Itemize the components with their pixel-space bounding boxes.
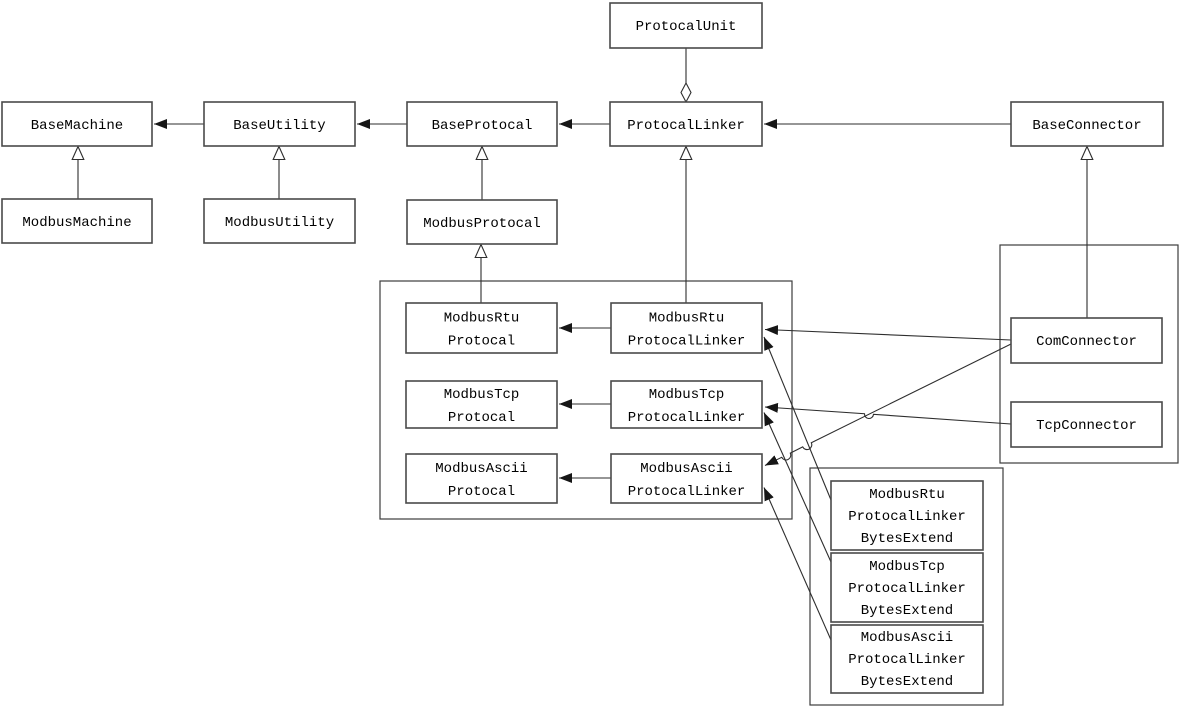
inheritance-triangle-icon (475, 145, 489, 161)
label-modbus-ascii-protocal-1: ModbusAscii (435, 461, 527, 477)
label-rtu-bytes-extend-2: ProtocalLinker (848, 509, 966, 525)
label-base-connector: BaseConnector (1032, 118, 1141, 134)
node-modbus-rtu-protocal-linker-bytes-extend (830, 480, 984, 551)
label-modbus-tcp-protocal-1: ModbusTcp (444, 387, 520, 403)
edge-tcpbytesextend-tcplinker (763, 412, 832, 563)
node-modbus-tcp-protocal (405, 380, 558, 429)
label-ascii-bytes-extend-3: BytesExtend (861, 674, 953, 690)
aggregation-diamond-icon (680, 81, 692, 104)
label-rtu-bytes-extend-3: BytesExtend (861, 531, 953, 547)
label-modbus-tcp-protocal-linker-1: ModbusTcp (649, 387, 725, 403)
label-modbus-ascii-protocal-linker-1: ModbusAscii (640, 461, 732, 477)
edge-comconnector-rtulinker (764, 325, 1012, 341)
node-modbus-rtu-protocal-linker (610, 302, 763, 354)
label-modbus-machine: ModbusMachine (22, 215, 131, 231)
label-ascii-bytes-extend-1: ModbusAscii (861, 630, 953, 646)
node-modbus-ascii-protocal-linker-bytes-extend (830, 624, 984, 694)
node-modbus-tcp-protocal-linker-bytes-extend (830, 552, 984, 623)
label-base-utility: BaseUtility (233, 118, 325, 134)
node-protocal-linker (609, 101, 763, 147)
node-modbus-ascii-protocal-linker (610, 453, 763, 504)
edge-tcpconnector-tcplinker (764, 402, 1012, 425)
label-protocal-linker: ProtocalLinker (627, 118, 745, 134)
label-modbus-protocal: ModbusProtocal (423, 216, 541, 232)
node-modbus-utility (203, 198, 356, 244)
label-modbus-utility: ModbusUtility (225, 215, 334, 231)
label-modbus-rtu-protocal-linker-2: ProtocalLinker (628, 334, 746, 350)
label-modbus-tcp-protocal-linker-2: ProtocalLinker (628, 410, 746, 426)
node-com-connector (1010, 317, 1163, 364)
label-tcp-bytes-extend-2: ProtocalLinker (848, 581, 966, 597)
node-modbus-protocal (406, 199, 558, 245)
inheritance-triangle-icon (272, 145, 286, 161)
node-tcp-connector (1010, 401, 1163, 448)
label-base-machine: BaseMachine (31, 118, 123, 134)
node-base-connector (1010, 101, 1164, 147)
label-protocal-unit: ProtocalUnit (636, 19, 737, 35)
edge-rtubytesextend-rtulinker (763, 336, 832, 501)
edge-comconnector-asciilinker (764, 343, 1012, 466)
node-modbus-ascii-protocal (405, 453, 558, 504)
label-ascii-bytes-extend-2: ProtocalLinker (848, 652, 966, 668)
label-rtu-bytes-extend-1: ModbusRtu (869, 487, 945, 503)
label-tcp-bytes-extend-3: BytesExtend (861, 603, 953, 619)
label-modbus-ascii-protocal-2: Protocal (448, 484, 515, 500)
label-modbus-rtu-protocal-linker-1: ModbusRtu (649, 311, 725, 327)
label-com-connector: ComConnector (1036, 334, 1137, 350)
label-modbus-rtu-protocal-2: Protocal (448, 334, 515, 350)
label-base-protocal: BaseProtocal (432, 118, 533, 134)
inheritance-triangle-icon (679, 145, 693, 161)
label-tcp-bytes-extend-1: ModbusTcp (869, 559, 945, 575)
label-modbus-rtu-protocal-1: ModbusRtu (444, 311, 520, 327)
node-modbus-rtu-protocal (405, 302, 558, 354)
label-modbus-tcp-protocal-2: Protocal (448, 410, 515, 426)
edge-asciibytesextend-asciilinker (763, 487, 832, 641)
label-modbus-ascii-protocal-linker-2: ProtocalLinker (628, 484, 746, 500)
node-protocal-unit (609, 2, 763, 49)
node-base-machine (1, 101, 153, 147)
node-modbus-tcp-protocal-linker (610, 380, 763, 429)
label-tcp-connector: TcpConnector (1036, 418, 1137, 434)
node-base-utility (203, 101, 356, 147)
inheritance-triangle-icon (1080, 145, 1094, 161)
node-modbus-machine (1, 198, 153, 244)
inheritance-triangle-icon (71, 145, 85, 161)
inheritance-triangle-icon (474, 243, 488, 259)
node-base-protocal (406, 101, 558, 147)
